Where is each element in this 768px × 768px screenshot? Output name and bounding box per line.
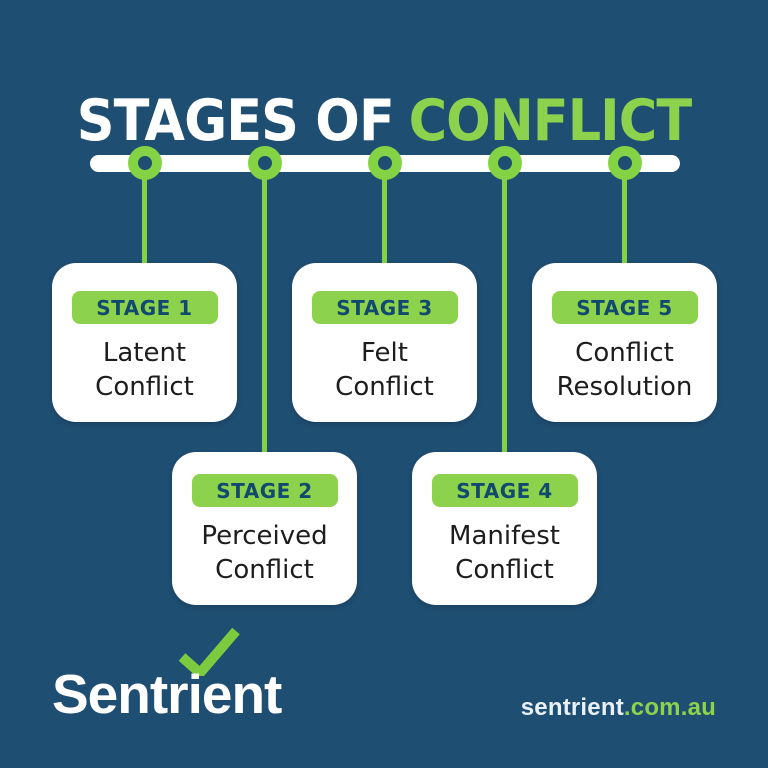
stage-card-1: STAGE 1 Latent Conflict bbox=[52, 263, 237, 422]
stage-label-4-line1: Manifest bbox=[449, 521, 560, 551]
stage-label-3-line1: Felt bbox=[361, 338, 408, 368]
stage-badge-4: STAGE 4 bbox=[431, 474, 578, 507]
timeline-node-4 bbox=[488, 146, 522, 180]
stage-badge-1: STAGE 1 bbox=[71, 291, 218, 324]
title-part-green: CONFLICT bbox=[408, 88, 693, 155]
stage-label-5: Conflict Resolution bbox=[557, 337, 693, 405]
website-name: sentrient bbox=[520, 694, 624, 721]
stage-card-2: STAGE 2 Perceived Conflict bbox=[172, 452, 357, 605]
timeline-node-3 bbox=[368, 146, 402, 180]
stage-label-2-line2: Conflict bbox=[215, 554, 314, 585]
page-title: STAGES OF CONFLICT bbox=[31, 90, 738, 153]
stage-label-2: Perceived Conflict bbox=[201, 520, 327, 588]
stage-label-1-line2: Conflict bbox=[95, 371, 194, 402]
connector-line-5 bbox=[622, 170, 627, 266]
stage-badge-3: STAGE 3 bbox=[311, 291, 458, 324]
stage-label-2-line1: Perceived bbox=[201, 521, 328, 551]
stage-label-3-line2: Conflict bbox=[335, 371, 434, 402]
connector-line-2 bbox=[262, 170, 267, 455]
stage-label-5-line1: Conflict bbox=[575, 338, 674, 368]
logo-wordmark: Sentrient bbox=[52, 663, 282, 725]
stage-card-3: STAGE 3 Felt Conflict bbox=[292, 263, 477, 422]
website-suffix: .com.au bbox=[623, 694, 716, 721]
stage-label-3: Felt Conflict bbox=[335, 337, 434, 405]
stage-label-4: Manifest Conflict bbox=[449, 520, 560, 588]
timeline-node-5 bbox=[608, 146, 642, 180]
stage-label-1-line1: Latent bbox=[102, 338, 187, 368]
stage-badge-5: STAGE 5 bbox=[551, 291, 698, 324]
stage-label-1: Latent Conflict bbox=[95, 337, 194, 405]
website-url: sentrient.com.au bbox=[521, 694, 716, 722]
connector-line-1 bbox=[142, 170, 147, 266]
title-part-white: STAGES OF bbox=[76, 88, 395, 155]
stage-label-4-line2: Conflict bbox=[455, 554, 554, 585]
connector-line-4 bbox=[502, 170, 507, 455]
stage-label-5-line2: Resolution bbox=[556, 371, 693, 402]
stage-card-4: STAGE 4 Manifest Conflict bbox=[412, 452, 597, 605]
checkmark-icon bbox=[178, 627, 240, 676]
stage-card-5: STAGE 5 Conflict Resolution bbox=[532, 263, 717, 422]
connector-line-3 bbox=[382, 170, 387, 266]
sentrient-logo: Sentrient bbox=[52, 622, 352, 732]
timeline-node-2 bbox=[248, 146, 282, 180]
timeline-node-1 bbox=[128, 146, 162, 180]
stage-badge-2: STAGE 2 bbox=[191, 474, 338, 507]
